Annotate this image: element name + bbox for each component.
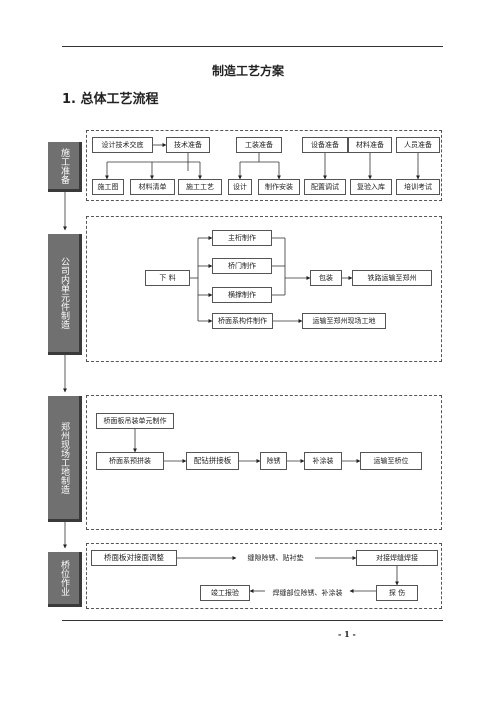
prep-tooling: 工装准备 bbox=[236, 137, 282, 153]
prep-region bbox=[86, 130, 442, 201]
stage-site-label: 郑州现场工地制造 bbox=[59, 421, 69, 494]
stage-factory: 公司内单元件制造 bbox=[48, 234, 82, 355]
bridge-acceptance: 竣工报验 bbox=[200, 585, 250, 601]
prep-design: 设计 bbox=[228, 179, 252, 195]
stage-factory-label: 公司内单元件制造 bbox=[59, 257, 69, 329]
document-title: 制造工艺方案 bbox=[211, 64, 284, 78]
site-transport: 运输至桥位 bbox=[360, 452, 422, 470]
prep-reinspect: 复验入库 bbox=[350, 179, 392, 195]
factory-portal: 桥门制作 bbox=[212, 258, 272, 274]
bridge-weld-repaint: 焊缝部位除锈、补涂装 bbox=[272, 588, 343, 597]
bridge-gap-clean: 缝隙除锈、贴衬垫 bbox=[247, 553, 304, 562]
prep-training: 培训考试 bbox=[396, 179, 440, 195]
factory-packing: 包装 bbox=[310, 270, 342, 286]
prep-equipment: 设备准备 bbox=[302, 137, 348, 153]
stage-bridge-label: 桥位作业 bbox=[59, 560, 69, 596]
stage-preparation-label: 施工准备 bbox=[59, 147, 69, 184]
factory-deck-members: 桥面系构件制作 bbox=[212, 313, 273, 329]
prep-personnel: 人员准备 bbox=[396, 137, 440, 153]
stage-site: 郑州现场工地制造 bbox=[48, 396, 82, 522]
section-heading: 1. 总体工艺流程 bbox=[62, 92, 159, 107]
bridge-butt-weld: 对接焊缝焊接 bbox=[356, 550, 438, 566]
prep-install: 制作安装 bbox=[258, 179, 300, 195]
bridge-ndt: 探 伤 bbox=[376, 585, 418, 601]
prep-design-briefing: 设计技术交底 bbox=[92, 137, 153, 153]
site-preassembly: 桥面系预拼装 bbox=[96, 452, 164, 470]
prep-drawings: 施工图 bbox=[92, 179, 124, 195]
prep-config: 配置调试 bbox=[304, 179, 346, 195]
site-splice-plate: 配钻拼接板 bbox=[186, 452, 239, 470]
factory-cutting: 下 料 bbox=[145, 270, 190, 286]
factory-road-transport: 运输至郑州现场工地 bbox=[302, 313, 386, 329]
footer-rule bbox=[62, 620, 443, 621]
stage-preparation: 施工准备 bbox=[48, 142, 82, 192]
stage-bridge: 桥位作业 bbox=[48, 552, 82, 607]
bridge-adjust: 桥面板对接面调整 bbox=[91, 550, 177, 566]
prep-material: 材料准备 bbox=[348, 137, 392, 153]
factory-rail-transport: 铁路运输至郑州 bbox=[352, 270, 432, 286]
factory-main-truss: 主桁制作 bbox=[212, 230, 272, 246]
site-deck-unit: 桥面板吊装单元制作 bbox=[96, 413, 174, 429]
site-derust: 除锈 bbox=[260, 452, 287, 470]
prep-material-list: 材料清单 bbox=[130, 179, 175, 195]
prep-tech: 技术准备 bbox=[166, 137, 210, 153]
header-rule bbox=[62, 46, 443, 47]
bridge-region bbox=[86, 543, 442, 609]
page-number: - 1 - bbox=[338, 629, 356, 639]
prep-process: 施工工艺 bbox=[178, 179, 222, 195]
site-touchup-paint: 补涂装 bbox=[304, 452, 342, 470]
site-region bbox=[86, 395, 442, 530]
factory-bracing: 横撑制作 bbox=[212, 287, 272, 303]
factory-region bbox=[86, 216, 442, 362]
